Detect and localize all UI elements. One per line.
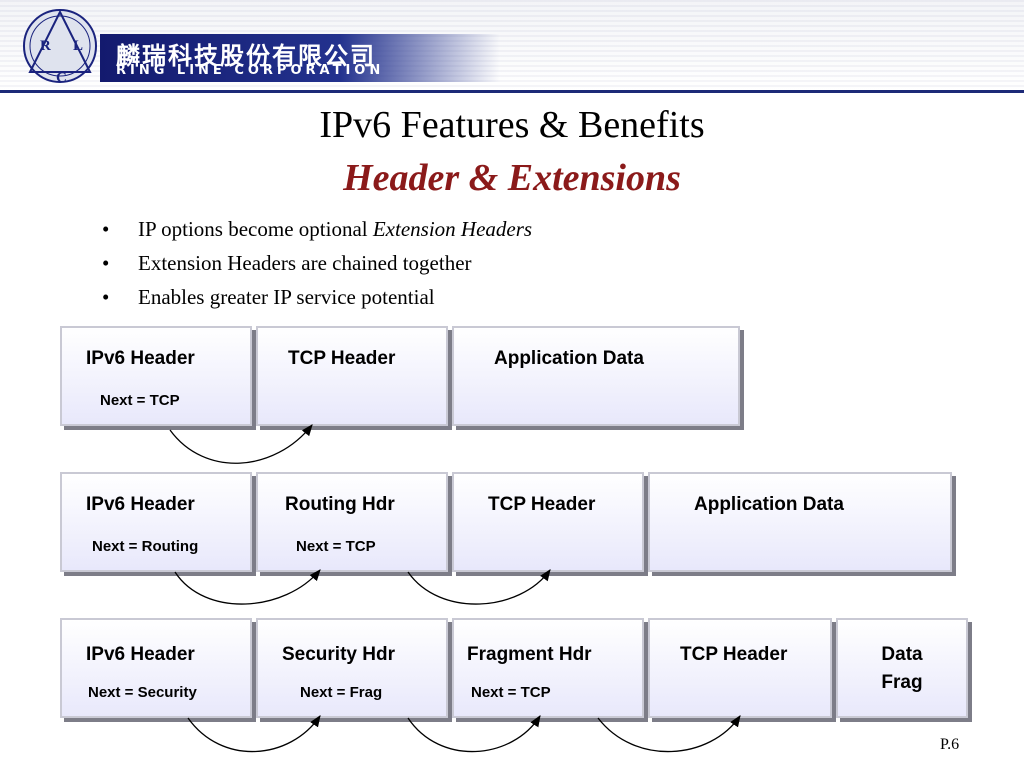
chain3-tcp-header-box: TCP Header (648, 618, 832, 718)
box-header-label: IPv6 Header (86, 348, 195, 369)
box-header-label: Application Data (494, 348, 644, 369)
bullet-dot: • (102, 217, 110, 241)
box-data-label-line2: Frag (881, 672, 923, 693)
box-header-label: Security Hdr (282, 644, 395, 665)
chain3-data-frag-box: Data Frag (836, 618, 968, 718)
box-header-label: TCP Header (680, 644, 788, 665)
bullet-list: • IP options become optional Extension H… (100, 217, 532, 319)
arrow-chain2-ipv6-to-routing (174, 569, 321, 605)
logo-letter-c: C (56, 70, 67, 86)
box-header-label: TCP Header (288, 348, 396, 369)
box-header-label: TCP Header (488, 494, 596, 515)
bullet-text: IP options become optional (138, 217, 373, 241)
chain1-ipv6-header-box: IPv6 Header Next = TCP (60, 326, 252, 426)
arrow-chain1-ipv6-to-tcp (169, 424, 313, 464)
company-logo: R L C (23, 9, 97, 86)
bullet-item: • IP options become optional Extension H… (100, 217, 532, 251)
box-next-label: Next = Frag (300, 684, 383, 701)
box-header-label: Application Data (694, 494, 844, 515)
bullet-emphasis: Extension Headers (372, 217, 533, 241)
arrow-chain3-security-to-fragment (407, 715, 541, 753)
page-number: P.6 (940, 736, 960, 753)
chain2-application-data-box: Application Data (648, 472, 952, 572)
bullet-item: • Extension Headers are chained together (100, 251, 532, 285)
company-name-bar (100, 34, 500, 82)
bullet-text: Enables greater IP service potential (138, 285, 435, 309)
chain1-tcp-header-box: TCP Header (256, 326, 448, 426)
banner-divider (0, 90, 1024, 93)
chain2-routing-hdr-box: Routing Hdr Next = TCP (256, 472, 448, 572)
bullet-item: • Enables greater IP service potential (100, 285, 532, 319)
chain2-tcp-header-box: TCP Header (452, 472, 644, 572)
chain1-application-data-box: Application Data (452, 326, 740, 426)
box-header-label: Fragment Hdr (467, 644, 592, 665)
box-data-label-line1: Data (881, 644, 923, 665)
chain2-ipv6-header-box: IPv6 Header Next = Routing (60, 472, 252, 572)
arrow-chain3-fragment-to-tcp (597, 715, 741, 753)
logo-letter-r: R (40, 38, 51, 54)
slide-title: IPv6 Features & Benefits (319, 104, 705, 146)
box-next-label: Next = Routing (92, 538, 199, 555)
bullet-dot: • (102, 285, 110, 309)
company-name-english: RING LINE CORPORATION (116, 63, 385, 78)
arrow-chain2-routing-to-tcp (407, 569, 551, 605)
chain3-ipv6-header-box: IPv6 Header Next = Security (60, 618, 252, 718)
box-next-label: Next = Security (88, 684, 197, 701)
box-next-label: Next = TCP (296, 538, 376, 555)
chain3-fragment-hdr-box: Fragment Hdr Next = TCP (452, 618, 644, 718)
box-header-label: IPv6 Header (86, 494, 195, 515)
slide-subtitle: Header & Extensions (343, 157, 681, 199)
box-header-label: Routing Hdr (285, 494, 395, 515)
box-next-label: Next = TCP (100, 392, 180, 409)
logo-letter-l: L (73, 38, 83, 54)
company-name-chinese: 麟瑞科技股份有限公司 (116, 42, 376, 70)
box-next-label: Next = TCP (471, 684, 551, 701)
box-header-label: IPv6 Header (86, 644, 195, 665)
arrow-chain3-ipv6-to-security (187, 715, 321, 753)
bullet-dot: • (102, 251, 110, 275)
bullet-text: Extension Headers are chained together (138, 251, 472, 275)
chain3-security-hdr-box: Security Hdr Next = Frag (256, 618, 448, 718)
